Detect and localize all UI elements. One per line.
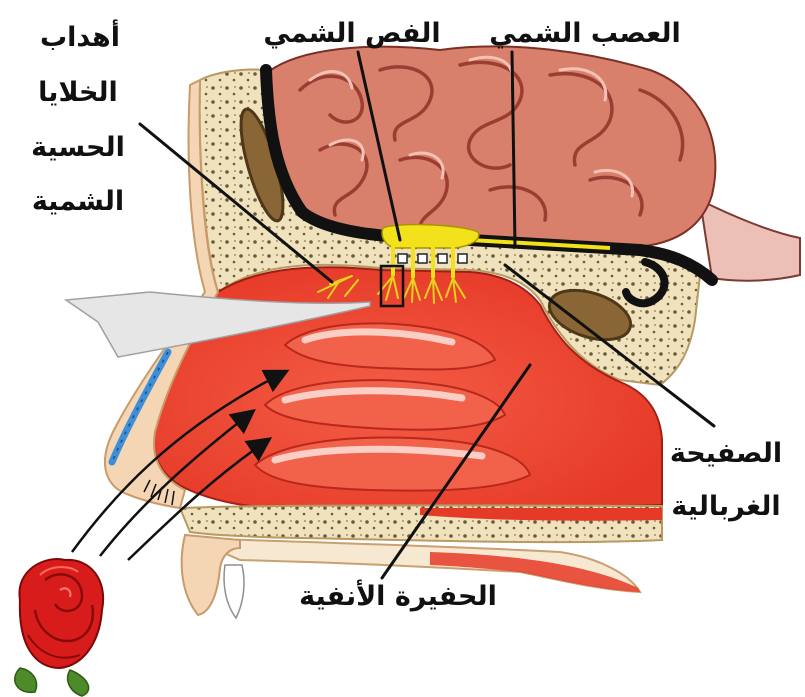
label-olfactory-nerve: العصب الشمي bbox=[489, 18, 681, 49]
label-cribriform-line-2: الغربالية bbox=[671, 491, 780, 522]
rose-icon bbox=[15, 559, 103, 696]
label-cilia-line-4: الشمية bbox=[32, 186, 124, 217]
pituitary-region bbox=[700, 200, 800, 281]
label-cilia-line-2: الخلايا bbox=[38, 77, 118, 108]
label-cilia-line-1: أهداب bbox=[40, 19, 120, 53]
label-cilia-line-3: الحسية bbox=[31, 132, 125, 163]
label-cilia: أهداب الخلايا الحسية الشمية bbox=[31, 19, 125, 217]
label-olfactory-bulb: الفص الشمي bbox=[263, 18, 440, 49]
label-nasal-cavity: الحفيرة الأنفية bbox=[299, 579, 497, 612]
label-cribriform-plate: الصفيحة الغربالية bbox=[670, 438, 782, 522]
incisor-tooth bbox=[224, 565, 244, 618]
label-cribriform-line-1: الصفيحة bbox=[670, 438, 782, 469]
